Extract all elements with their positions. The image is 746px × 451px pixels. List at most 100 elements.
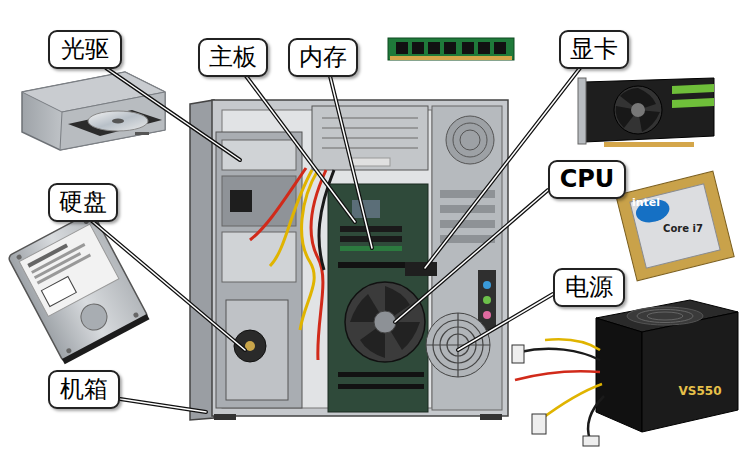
- computer-case-picture-part: [212, 100, 508, 416]
- leader-line-part-part: [458, 294, 553, 350]
- power-supply-picture-part-part: [515, 371, 600, 380]
- graphics-card-picture-part: [604, 142, 694, 147]
- computer-case-picture-part-part: [460, 130, 480, 150]
- memory-stick-picture-part: [428, 42, 440, 54]
- memory-stick-picture: [388, 38, 514, 60]
- hard-disk-picture-part: [65, 347, 72, 354]
- graphics-card-picture-part: [616, 88, 660, 132]
- part-name: CPU: [560, 166, 615, 192]
- computer-case-picture-part: [480, 414, 502, 420]
- power-supply-picture-part: [583, 436, 599, 446]
- part-name: 主板: [209, 44, 257, 70]
- power-supply-picture-part-part: [540, 384, 602, 420]
- cpu-chip-picture-part: [616, 171, 734, 281]
- graphics-card-picture-part: [672, 84, 714, 94]
- optical-drive-picture-part: [22, 72, 165, 150]
- computer-case-picture-part-part: [250, 168, 306, 240]
- computer-case-picture-part: [440, 220, 495, 228]
- cpu-chip-picture-part: [630, 184, 720, 268]
- computer-case-picture-part: [426, 313, 490, 377]
- leader-line-part-part: [120, 399, 206, 412]
- computer-case-picture-part: [426, 313, 490, 377]
- brand-text: VS550: [679, 385, 722, 398]
- callout-box: 硬盘: [48, 183, 118, 222]
- memory-stick-picture-part: [462, 42, 474, 54]
- computer-case-picture-part: [483, 296, 491, 304]
- computer-case-picture-part: [216, 132, 302, 408]
- computer-case-picture-part-part: [270, 170, 312, 266]
- brand-text: intel: [632, 197, 660, 209]
- leader-line-part-part: [106, 68, 240, 160]
- hard-disk-picture-part: [16, 254, 23, 261]
- graphics-card-picture-part: [614, 86, 662, 134]
- leader-line-part-part: [92, 221, 245, 350]
- optical-drive-picture: [22, 72, 165, 150]
- optical-drive-picture-part: [135, 132, 149, 135]
- computer-case-picture-part: [250, 168, 334, 360]
- power-supply-picture-part-part: [637, 310, 693, 323]
- power-supply-picture-part-part: [647, 312, 683, 320]
- graphics-card-picture-part: [672, 98, 714, 108]
- callout-box: 电源: [553, 268, 625, 307]
- computer-case-picture-part-part: [453, 123, 487, 157]
- graphics-card-picture: [578, 78, 714, 147]
- computer-case-picture-part: [483, 311, 491, 319]
- memory-stick-picture-part: [444, 42, 456, 54]
- hard-disk-picture-part: [34, 252, 81, 279]
- leader-line-part-part: [395, 190, 548, 322]
- computer-case-picture-part-part: [322, 147, 418, 149]
- hard-disk-picture-part: [133, 312, 140, 319]
- computer-case-picture-part-part: [322, 137, 418, 139]
- part-name: 内存: [299, 44, 347, 70]
- power-supply-picture-part-part: [588, 396, 604, 440]
- memory-stick-picture-part: [390, 56, 512, 60]
- memory-stick-picture-part: [478, 42, 490, 54]
- memory-stick-picture-part: [412, 42, 424, 54]
- graphics-card-picture-part: [584, 78, 714, 142]
- power-supply-picture-part: [637, 310, 693, 323]
- callout-box: 内存: [288, 38, 358, 77]
- part-name: 电源: [565, 274, 613, 300]
- hard-disk-picture-part: [19, 224, 119, 316]
- leader-line: [92, 68, 580, 412]
- power-supply-picture-part: [515, 339, 604, 440]
- part-name: 机箱: [60, 376, 108, 402]
- optical-drive-picture-part: [88, 111, 148, 131]
- power-supply-picture-part: [627, 307, 703, 325]
- brand-text: Core i7: [663, 223, 703, 234]
- computer-case-picture-part: [446, 116, 494, 164]
- leader-line-part-part: [106, 68, 240, 160]
- part-name: 显卡: [570, 36, 618, 62]
- optical-drive-picture-part: [112, 119, 124, 124]
- computer-case-picture-part: [345, 282, 425, 362]
- leader-line-part-part: [246, 76, 355, 222]
- power-supply-picture-part-part: [520, 349, 600, 360]
- computer-case-picture-part: [312, 106, 428, 170]
- memory-stick-picture-part: [494, 42, 506, 54]
- cpu-chip-picture: [616, 171, 734, 281]
- part-name: 光驱: [61, 36, 109, 62]
- computer-case-picture-part: [405, 262, 437, 276]
- computer-case-picture-part: [226, 300, 288, 400]
- memory-stick-picture-part: [396, 42, 408, 54]
- graphics-card-picture-part: [631, 103, 645, 117]
- callout-box: CPU: [548, 160, 626, 199]
- power-supply-picture-part: [512, 345, 524, 363]
- callout-box: 主板: [198, 38, 268, 77]
- leader-line-part: [92, 68, 580, 412]
- callout-box: 机箱: [48, 370, 120, 409]
- power-supply-picture: [512, 300, 738, 446]
- power-supply-picture-part: [596, 318, 642, 432]
- hard-disk-picture-part: [7, 211, 148, 362]
- leader-line-part-part: [395, 190, 548, 322]
- computer-case-picture-part: [478, 270, 496, 330]
- computer-case-picture-part: [190, 100, 214, 420]
- computer-case-picture-part: [338, 384, 424, 389]
- computer-case-picture-part: [230, 190, 252, 212]
- computer-case-picture-part-part: [322, 117, 418, 119]
- hard-disk-picture-part: [31, 243, 85, 274]
- hard-disk-picture-part: [76, 299, 111, 334]
- callout-box: 光驱: [48, 30, 122, 69]
- computer-case-picture-part: [340, 226, 402, 232]
